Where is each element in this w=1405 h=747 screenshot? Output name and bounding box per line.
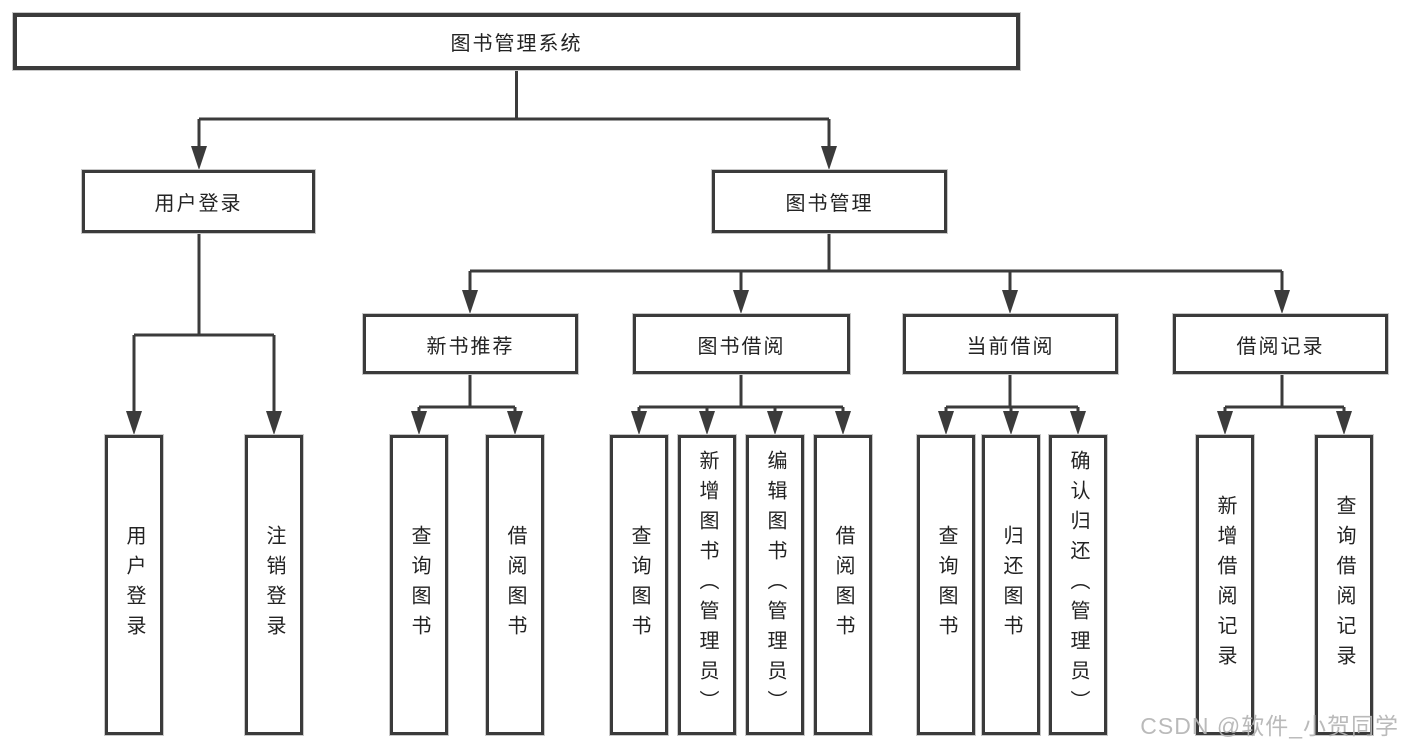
arrowhead: [1274, 290, 1290, 314]
node-label: 编辑图书（管理员）: [764, 450, 786, 720]
node-borrowing-records: 借阅记录: [1173, 314, 1388, 374]
leaf-return-book: 归还图书: [982, 435, 1040, 735]
node-label: 新增图书（管理员）: [696, 450, 718, 720]
arrowhead: [631, 411, 647, 435]
node-book-borrowing: 图书借阅: [633, 314, 850, 374]
node-label: 借阅记录: [1236, 335, 1325, 358]
arrowhead: [767, 411, 783, 435]
leaf-borrow-books-2: 借阅图书: [814, 435, 872, 735]
branch-borrow-record-lines: [1223, 374, 1346, 415]
branch-user-login: [126, 233, 282, 435]
arrowhead: [1002, 290, 1018, 314]
arrowhead: [1003, 411, 1019, 435]
node-new-book-recommendation: 新书推荐: [363, 314, 578, 374]
branch-new-book-rec: [411, 374, 523, 435]
arrowhead: [191, 146, 207, 170]
arrowhead: [462, 290, 478, 314]
node-label: 借阅图书: [504, 525, 526, 645]
arrowhead: [821, 146, 837, 170]
arrowhead: [507, 411, 523, 435]
leaf-confirm-return-admin: 确认归还（管理员）: [1049, 435, 1107, 735]
branch-book-borrow-lines: [637, 374, 845, 415]
node-label: 查询图书: [935, 525, 957, 645]
node-book-management: 图书管理: [712, 170, 947, 233]
leaf-add-borrow-record: 新增借阅记录: [1196, 435, 1254, 735]
arrowhead: [1336, 411, 1352, 435]
node-label: 确认归还（管理员）: [1067, 450, 1089, 720]
node-label: 图书借阅: [697, 335, 786, 358]
node-label: 用户登录: [123, 525, 145, 645]
node-label: 图书管理系统: [450, 33, 583, 55]
leaf-add-book-admin: 新增图书（管理员）: [678, 435, 736, 735]
arrowhead: [126, 411, 142, 435]
node-label: 注销登录: [263, 525, 285, 645]
branch-root-lines: [197, 69, 831, 150]
leaf-query-books-2: 查询图书: [610, 435, 668, 735]
leaf-query-books-1: 查询图书: [390, 435, 448, 735]
branch-new-book-rec-lines: [417, 374, 517, 415]
leaf-edit-book-admin: 编辑图书（管理员）: [746, 435, 804, 735]
arrowhead: [1070, 411, 1086, 435]
leaf-logout: 注销登录: [245, 435, 303, 735]
node-label: 借阅图书: [832, 525, 854, 645]
branch-book-mgmt-lines: [468, 233, 1284, 294]
node-label: 查询图书: [408, 525, 430, 645]
node-user-login: 用户登录: [82, 170, 315, 233]
arrowhead: [411, 411, 427, 435]
node-label: 归还图书: [1000, 525, 1022, 645]
node-label: 查询借阅记录: [1333, 495, 1355, 675]
arrowhead: [938, 411, 954, 435]
branch-book-borrow: [631, 374, 851, 435]
csdn-watermark: CSDN @软件_小贺同学: [1140, 713, 1399, 739]
arrowhead: [266, 411, 282, 435]
branch-book-mgmt: [462, 233, 1290, 314]
branch-borrow-record: [1217, 374, 1352, 435]
node-label: 新增借阅记录: [1214, 495, 1236, 675]
leaf-user-login: 用户登录: [105, 435, 163, 735]
node-current-borrowing: 当前借阅: [903, 314, 1118, 374]
node-label: 用户登录: [154, 193, 243, 215]
branch-root: [191, 69, 837, 170]
leaf-query-books-3: 查询图书: [917, 435, 975, 735]
node-label: 图书管理: [785, 193, 874, 215]
leaf-query-borrow-record: 查询借阅记录: [1315, 435, 1373, 735]
arrowhead: [699, 411, 715, 435]
node-label: 当前借阅: [966, 335, 1055, 358]
node-library-management-system: 图书管理系统: [13, 13, 1020, 70]
arrowhead: [733, 290, 749, 314]
arrowhead: [835, 411, 851, 435]
branch-current-borrow: [938, 374, 1086, 435]
arrowhead: [1217, 411, 1233, 435]
branch-user-login-lines: [132, 233, 276, 415]
branch-current-borrow-lines: [944, 374, 1080, 415]
leaf-borrow-books-1: 借阅图书: [486, 435, 544, 735]
node-label: 新书推荐: [426, 335, 515, 358]
node-label: 查询图书: [628, 525, 650, 645]
